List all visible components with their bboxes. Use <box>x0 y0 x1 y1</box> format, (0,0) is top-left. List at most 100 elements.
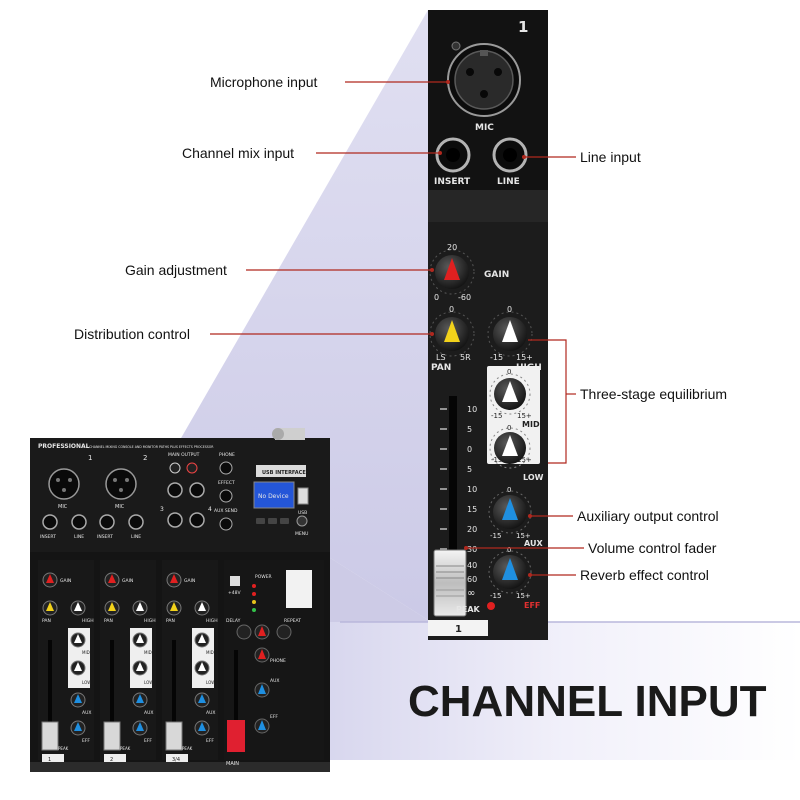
gain-scale-max: 20 <box>447 243 457 252</box>
mini-aux-label: AUX <box>82 710 91 716</box>
mini-aux-knob[interactable] <box>132 692 148 708</box>
aux-scale-right: 15+ <box>516 532 531 540</box>
mini-mid-label: MID <box>82 650 90 655</box>
mixer-phone-label: PHONE <box>219 452 235 458</box>
mini-mid-knob[interactable] <box>132 632 148 648</box>
mini-high-knob[interactable] <box>194 600 210 616</box>
mid-eq-knob[interactable] <box>489 373 531 415</box>
low-eq-knob[interactable] <box>489 427 531 469</box>
mini-gain-knob[interactable] <box>104 572 120 588</box>
insert-jack-label: INSERT <box>434 177 471 187</box>
mini-high-knob[interactable] <box>70 600 86 616</box>
mini-channel-number: 3/4 <box>172 757 180 763</box>
mixer-header: PROFESSIONAL <box>38 443 90 450</box>
mini-high-label: HIGH <box>144 618 156 624</box>
mini-aux-knob[interactable] <box>194 692 210 708</box>
mini-peak-label: PEAK <box>120 746 131 751</box>
mini-aux-label: AUX <box>144 710 153 716</box>
low-scale-top: 0 <box>507 424 511 432</box>
pan-knob[interactable] <box>429 311 475 357</box>
mixer-main-fader-track <box>234 650 238 750</box>
mini-gain-label: GAIN <box>60 578 71 584</box>
mini-low-knob[interactable] <box>194 660 210 676</box>
mini-mid-knob[interactable] <box>194 632 210 648</box>
mini-pan-knob[interactable] <box>104 600 120 616</box>
mixer-power-knob[interactable] <box>272 428 284 440</box>
callout-dots <box>430 80 532 577</box>
fader-scale-label: 15 <box>467 505 477 514</box>
mini-high-knob[interactable] <box>132 600 148 616</box>
mixer-repeat-label: REPEAT <box>284 618 301 624</box>
callout-volume-control-fader: Volume control fader <box>588 540 717 556</box>
mixer-main-fader-cap[interactable] <box>227 720 245 752</box>
mini-low-label: LOW <box>82 680 91 685</box>
mixer-rca-jacks[interactable] <box>169 461 233 475</box>
mini-pan-knob[interactable] <box>166 600 182 616</box>
mini-channel-tag <box>42 754 64 762</box>
line-jack[interactable] <box>492 137 528 173</box>
xlr-mic-label: MIC <box>475 123 494 133</box>
pan-scale-left: LS <box>436 353 446 362</box>
mixer-48v-button[interactable] <box>230 576 240 586</box>
callout-reverb-effect-control: Reverb effect control <box>580 567 709 583</box>
line-jack-label: LINE <box>497 177 520 187</box>
peak-led <box>487 602 495 610</box>
mini-fader-track <box>110 640 114 750</box>
mixer-usb-port[interactable] <box>297 487 309 505</box>
mini-high-label: HIGH <box>206 618 218 624</box>
mini-channel-tag <box>166 754 188 762</box>
mixer-jacks[interactable] <box>42 514 144 530</box>
mini-eff-knob[interactable] <box>132 720 148 736</box>
mixer-usb-interface-label: USB INTERFACE <box>262 470 306 476</box>
mixer-power-label: POWER <box>255 574 272 580</box>
mixer-xlr-1[interactable] <box>48 468 80 500</box>
xlr-mic-input[interactable] <box>447 41 521 117</box>
mixer-transport-buttons[interactable] <box>256 515 308 527</box>
fader-scale-label: 40 <box>467 561 477 570</box>
mixer-ch34-jacks[interactable] <box>167 482 233 531</box>
volume-fader-cap[interactable] <box>433 549 467 617</box>
mini-gain-knob[interactable] <box>42 572 58 588</box>
mixer-master-knobs[interactable] <box>236 624 292 734</box>
mini-low-knob[interactable] <box>132 660 148 676</box>
aux-knob[interactable] <box>488 490 532 534</box>
mini-aux-label: AUX <box>206 710 215 716</box>
mini-high-label: HIGH <box>82 618 94 624</box>
mixer-effect-label: EFFECT <box>218 480 235 486</box>
mixer-usb-badge <box>256 465 306 477</box>
mini-eff-label: EFF <box>82 738 90 744</box>
high-eq-knob[interactable] <box>487 311 533 357</box>
gain-knob[interactable] <box>429 249 475 295</box>
insert-jack[interactable] <box>435 137 471 173</box>
high-scale-right: 15+ <box>516 353 533 362</box>
fader-scale-label: 5 <box>467 425 472 434</box>
mini-gain-knob[interactable] <box>166 572 182 588</box>
mixer-insert-label-1: INSERT <box>40 534 56 540</box>
eff-knob[interactable] <box>488 550 532 594</box>
mini-eff-knob[interactable] <box>70 720 86 736</box>
fader-channel-tag <box>428 620 488 636</box>
mini-fader-track <box>172 640 176 750</box>
callout-distribution-control: Distribution control <box>74 326 190 342</box>
mixer-ch3-number: 3 <box>160 506 164 513</box>
mini-fader-cap[interactable] <box>103 721 121 751</box>
mixer-xlr-2[interactable] <box>105 468 137 500</box>
mini-low-knob[interactable] <box>70 660 86 676</box>
mini-mid-knob[interactable] <box>70 632 86 648</box>
mini-aux-knob[interactable] <box>70 692 86 708</box>
eff-knob-label: EFF <box>524 601 540 610</box>
mini-fader-track <box>48 640 52 750</box>
mini-pan-knob[interactable] <box>42 600 58 616</box>
peak-label: PEAK <box>456 605 481 614</box>
callout-lines <box>210 81 584 576</box>
mini-fader-cap[interactable] <box>41 721 59 751</box>
mini-channel-number: 2 <box>110 757 113 763</box>
fader-scale-label: 10 <box>467 485 477 494</box>
mini-eff-knob[interactable] <box>194 720 210 736</box>
mini-low-label: LOW <box>144 680 153 685</box>
fader-scale-label: 5 <box>467 465 472 474</box>
mini-fader-cap[interactable] <box>165 721 183 751</box>
mini-peak-label: PEAK <box>182 746 193 751</box>
low-scale-left: -15 <box>491 456 502 464</box>
